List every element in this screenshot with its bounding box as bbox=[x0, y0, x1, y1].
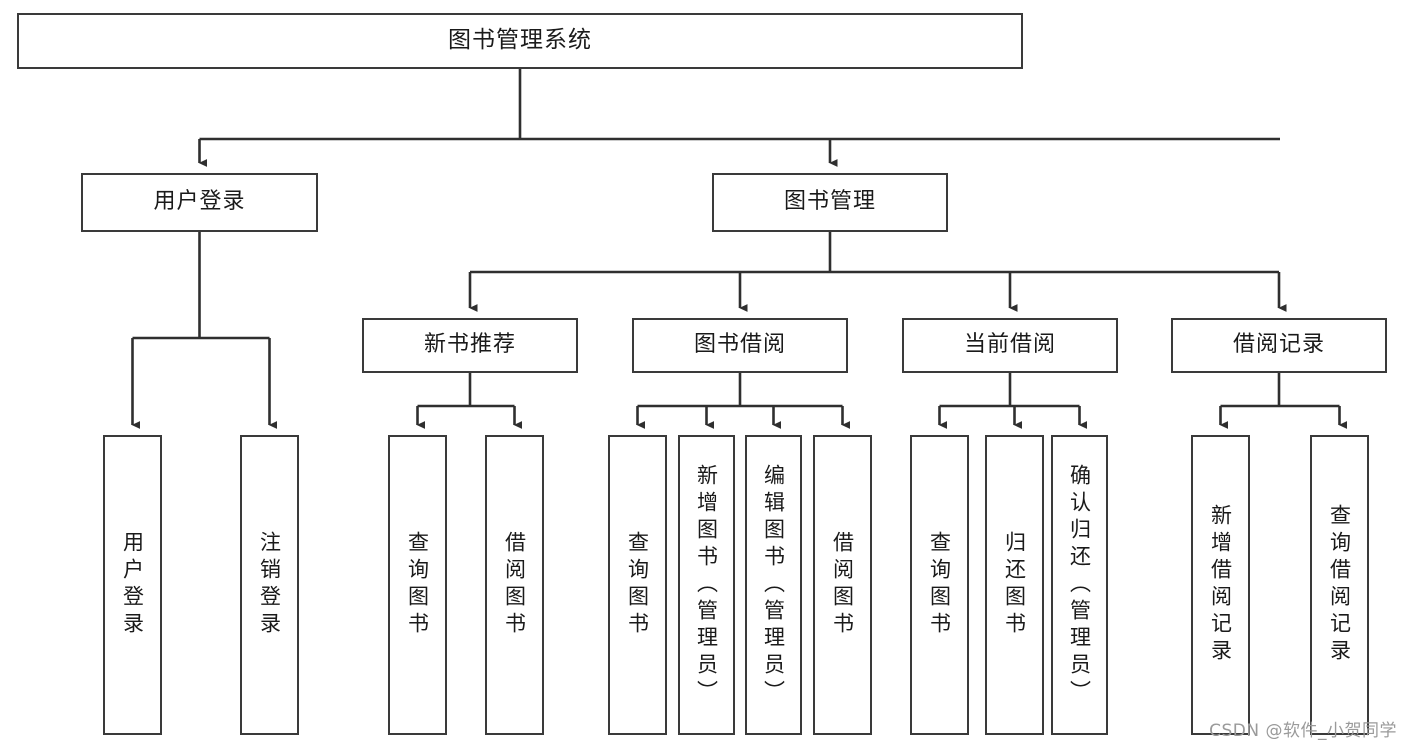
leaf-borrow-query-book-label: 查询图书 bbox=[625, 531, 650, 639]
leaf-rec-borrow-book-label: 借阅图书 bbox=[502, 531, 527, 639]
node-book-manage[interactable]: 图书管理 bbox=[712, 173, 948, 232]
leaf-borrow-add-book-label: 新增图书（管理员） bbox=[694, 463, 719, 707]
node-user-login[interactable]: 用户登录 bbox=[81, 173, 318, 232]
edge-bookborrow-to-leaves bbox=[636, 373, 851, 429]
leaf-borrow-edit-book-label: 编辑图书（管理员） bbox=[761, 463, 786, 707]
leaf-rec-query-book-label: 查询图书 bbox=[405, 531, 430, 639]
node-book-borrow[interactable]: 图书借阅 bbox=[632, 318, 848, 373]
node-root-label: 图书管理系统 bbox=[448, 27, 592, 54]
node-book-manage-label: 图书管理 bbox=[783, 189, 876, 215]
leaf-rec-borrow-book[interactable]: 借阅图书 bbox=[485, 435, 544, 735]
leaf-cur-return-book[interactable]: 归还图书 bbox=[985, 435, 1044, 735]
edge-borrowrecord-to-leaves bbox=[1219, 373, 1348, 429]
node-new-book-recommend-label: 新书推荐 bbox=[423, 332, 516, 358]
leaf-borrow-borrow-book-label: 借阅图书 bbox=[830, 531, 855, 639]
node-user-login-label: 用户登录 bbox=[153, 189, 246, 215]
edge-currentborrow-to-leaves bbox=[938, 373, 1088, 429]
node-current-borrow[interactable]: 当前借阅 bbox=[902, 318, 1118, 373]
edge-root-to-level2 bbox=[198, 69, 1280, 167]
leaf-rec-query-record[interactable]: 查询借阅记录 bbox=[1310, 435, 1369, 735]
leaf-cur-return-book-label: 归还图书 bbox=[1002, 531, 1027, 639]
leaf-borrow-edit-book[interactable]: 编辑图书（管理员） bbox=[745, 435, 802, 735]
node-book-borrow-label: 图书借阅 bbox=[693, 332, 786, 358]
leaf-cur-confirm-return-label: 确认归还（管理员） bbox=[1067, 463, 1092, 707]
leaf-rec-add-record[interactable]: 新增借阅记录 bbox=[1191, 435, 1250, 735]
leaf-borrow-borrow-book[interactable]: 借阅图书 bbox=[813, 435, 872, 735]
leaf-cur-query-book-label: 查询图书 bbox=[927, 531, 952, 639]
leaf-cur-confirm-return[interactable]: 确认归还（管理员） bbox=[1051, 435, 1108, 735]
leaf-borrow-query-book[interactable]: 查询图书 bbox=[608, 435, 667, 735]
edge-userlogin-to-leaves bbox=[131, 232, 278, 429]
edge-bookmanage-to-level3 bbox=[468, 232, 1287, 312]
node-current-borrow-label: 当前借阅 bbox=[963, 332, 1056, 358]
leaf-borrow-add-book[interactable]: 新增图书（管理员） bbox=[678, 435, 735, 735]
node-borrow-record-label: 借阅记录 bbox=[1232, 332, 1325, 358]
leaf-user-login-label: 用户登录 bbox=[120, 531, 145, 639]
edge-newbookrec-to-leaves bbox=[416, 373, 523, 429]
leaf-rec-add-record-label: 新增借阅记录 bbox=[1208, 504, 1233, 666]
leaf-cur-query-book[interactable]: 查询图书 bbox=[910, 435, 969, 735]
node-new-book-recommend[interactable]: 新书推荐 bbox=[362, 318, 578, 373]
node-root-system[interactable]: 图书管理系统 bbox=[17, 13, 1023, 69]
leaf-user-logout-label: 注销登录 bbox=[257, 531, 282, 639]
leaf-user-login[interactable]: 用户登录 bbox=[103, 435, 162, 735]
leaf-user-logout[interactable]: 注销登录 bbox=[240, 435, 299, 735]
leaf-rec-query-book[interactable]: 查询图书 bbox=[388, 435, 447, 735]
csdn-watermark: CSDN @软件_小贺同学 bbox=[1209, 721, 1397, 741]
leaf-rec-query-record-label: 查询借阅记录 bbox=[1327, 504, 1352, 666]
node-borrow-record[interactable]: 借阅记录 bbox=[1171, 318, 1387, 373]
